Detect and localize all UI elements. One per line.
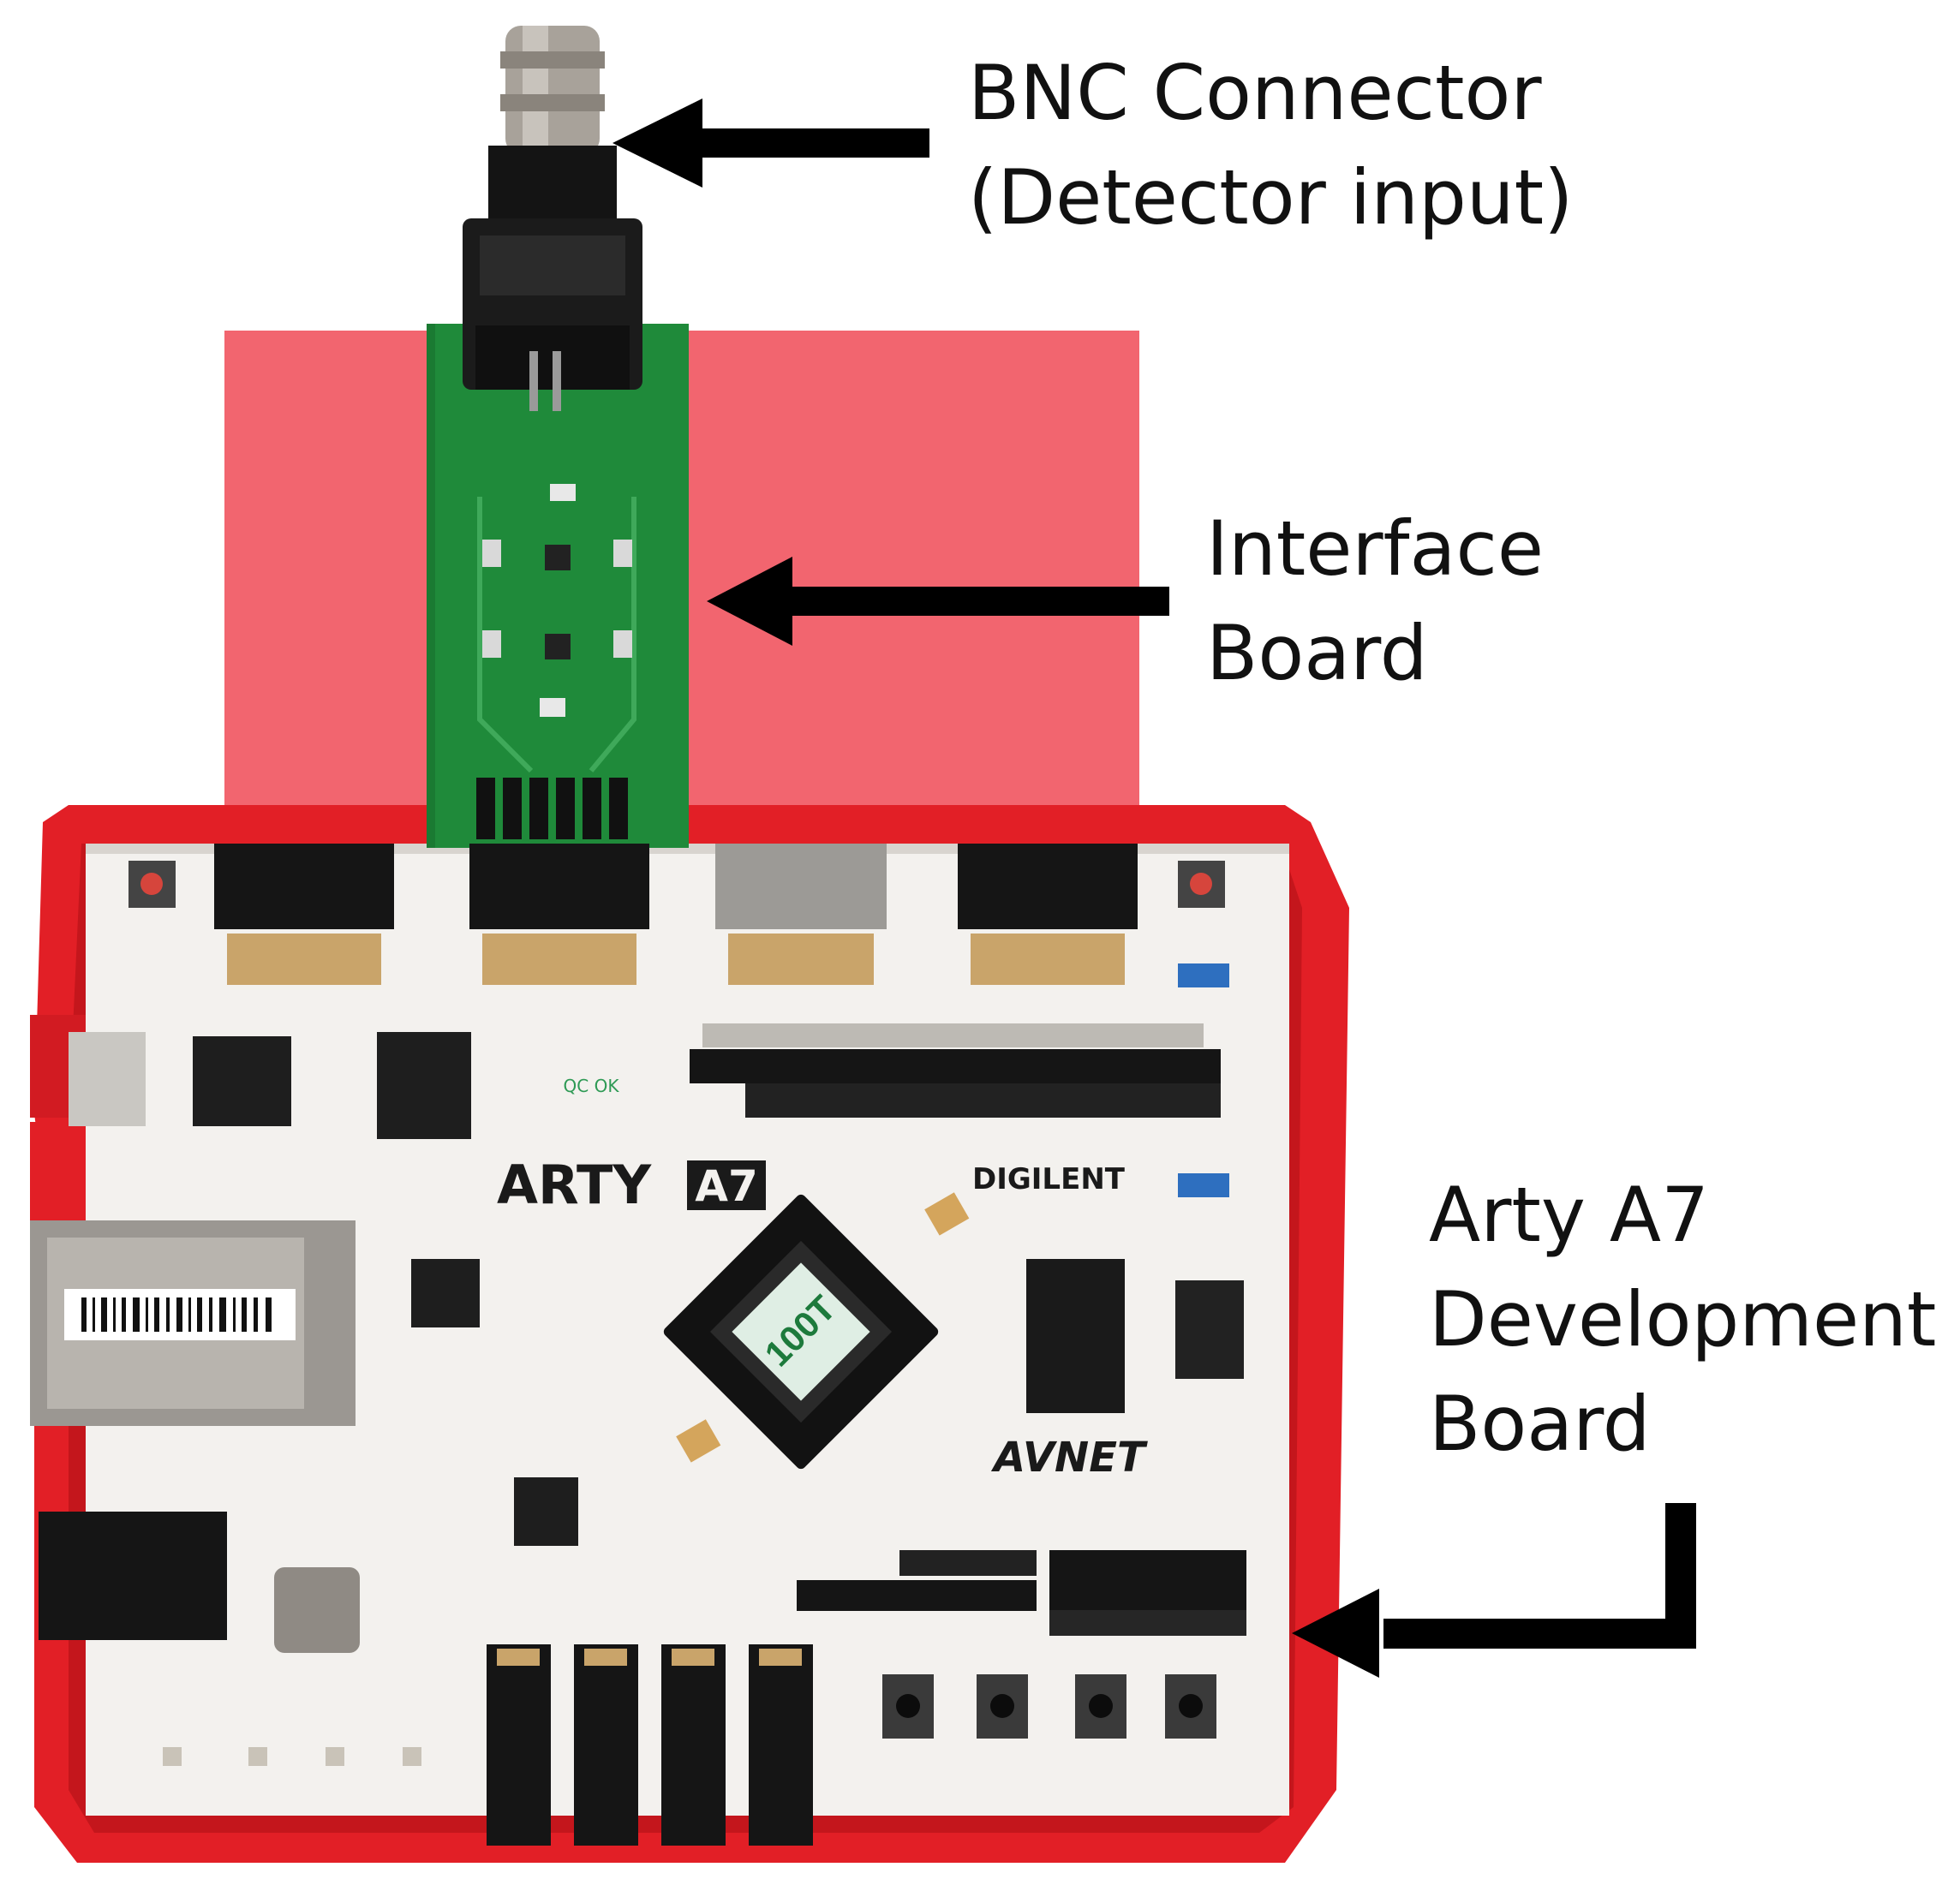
arty-label-line2: Development [1429,1275,1937,1363]
jumper [1178,963,1229,987]
smd-part [550,484,576,501]
smd-chip [545,545,571,570]
arty-label-line1: Arty A7 [1429,1171,1710,1259]
bnc-label-line1: BNC Connector [968,49,1542,137]
push-buttons [882,1674,1216,1739]
smd-part [482,540,501,567]
small-header [1175,1280,1244,1379]
arty-logo-suffix: A7 [695,1161,758,1211]
arty-logo: ARTY [497,1154,652,1216]
bnc-connector [463,26,642,411]
pcb-trace [477,497,534,773]
interface-header-pins [476,778,628,839]
regulator-chip [514,1477,578,1546]
arty-label-line3: Board [1429,1380,1651,1468]
inductor [274,1567,360,1653]
bnc-label-line2: (Detector input) [968,153,1574,242]
jumper [1178,1173,1229,1197]
smd-part [613,540,632,567]
leds [163,1747,421,1766]
crystal [924,1192,970,1236]
fpga-chip: 100T [663,1194,939,1470]
pmod-header [715,844,887,985]
smd-part [482,630,501,658]
smd-chip [545,634,571,659]
arduino-header [690,1023,1221,1118]
interface-board-label: Interface Board [1206,497,1544,706]
bnc-connector-label: BNC Connector (Detector input) [968,41,1573,250]
switch-tabs [497,1649,802,1666]
pmod-header [469,844,649,985]
ethernet-jack [30,1220,356,1426]
arty-arrow [1292,1503,1696,1678]
prog-button-cap [140,873,163,895]
smd-part [613,630,632,658]
smd-part [540,698,565,717]
usb-chip [193,1036,291,1126]
digilent-logo: DIGILENT [972,1162,1126,1196]
bottom-header [797,1550,1246,1636]
pmod-header [214,844,394,985]
ddr-memory [1026,1259,1125,1413]
bnc-arrow [612,98,929,188]
pcb-trace [589,497,636,772]
pmod-header [958,844,1138,985]
usb-port [69,1032,146,1126]
power-jack [39,1512,227,1640]
reset-button-cap [1190,873,1212,895]
interface-arrow [707,557,1169,646]
qc-mark: QC OK [564,1076,620,1096]
interface-label-line2: Board [1206,609,1428,697]
arty-logo-badge [687,1160,766,1210]
crystal [676,1419,721,1463]
interface-label-line1: Interface [1206,504,1544,593]
flash-chip [377,1032,471,1139]
interface-pcb-edge [427,324,435,848]
ethernet-phy [411,1259,480,1327]
arty-board-label: Arty A7 Development Board [1429,1163,1936,1476]
slide-switches [487,1644,813,1846]
avnet-logo: AVNET [990,1434,1148,1482]
